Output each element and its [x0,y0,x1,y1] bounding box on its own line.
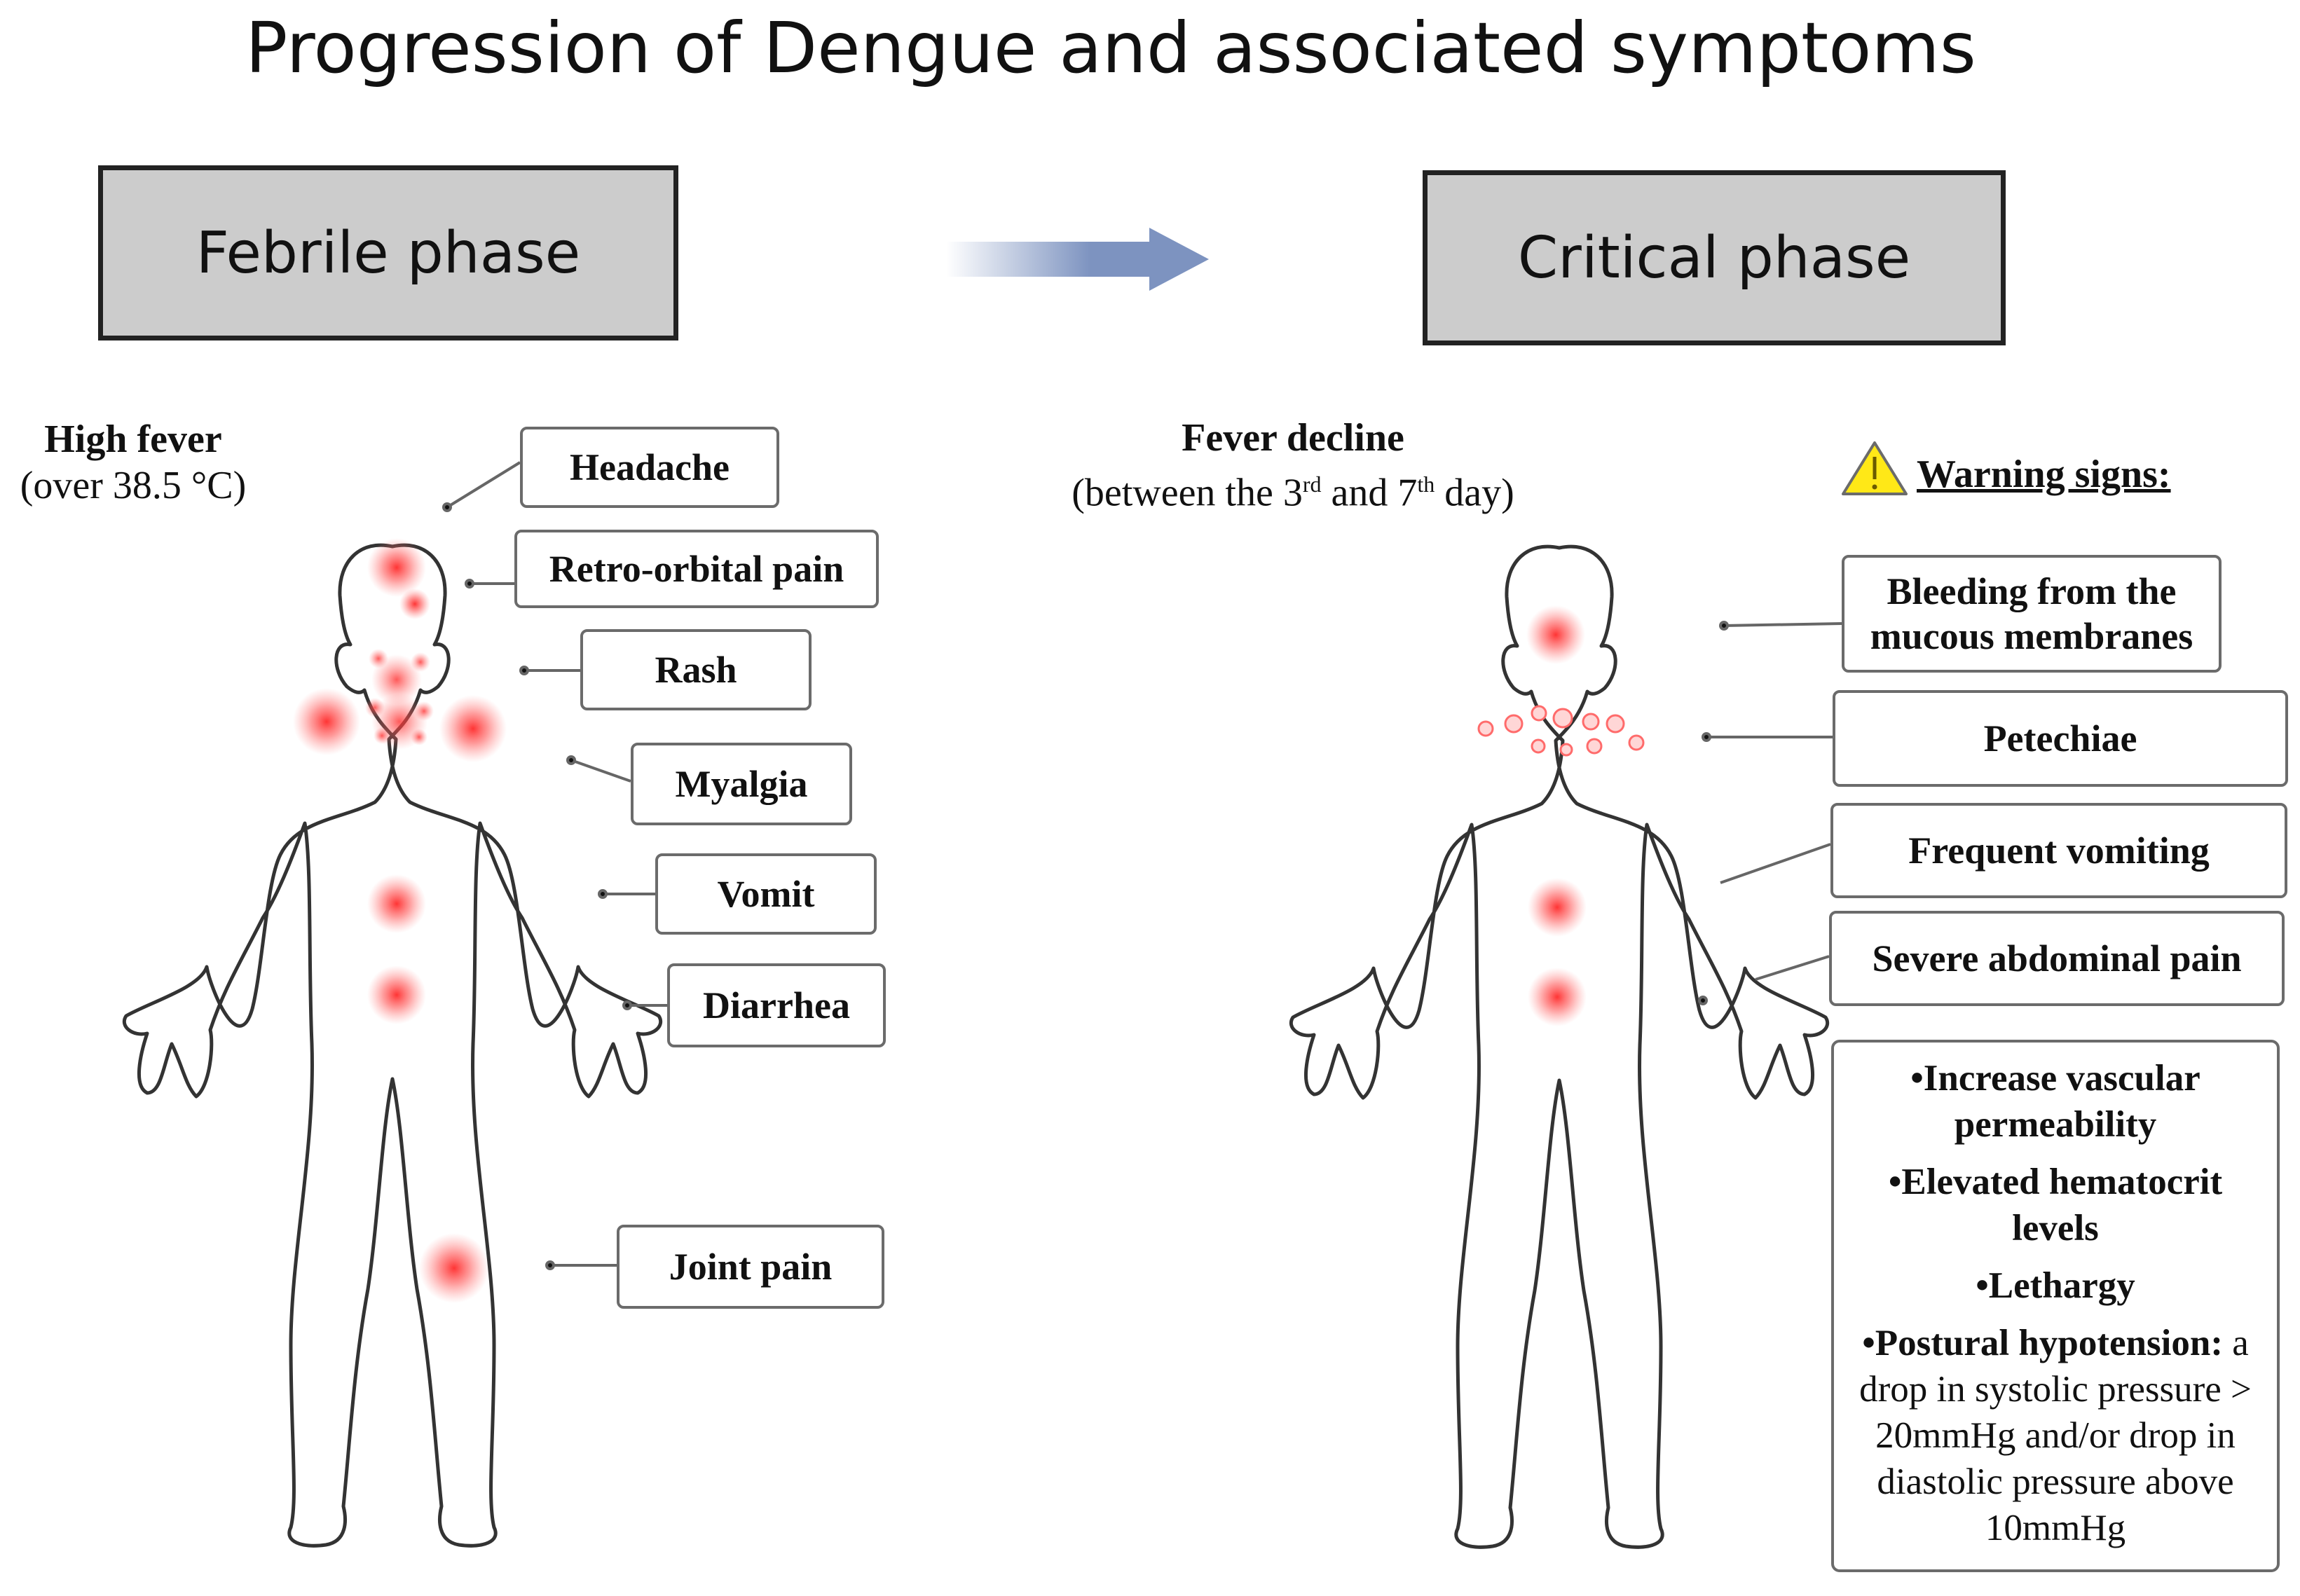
list-item-bold: Elevated hematocrit levels [1901,1162,2223,1248]
list-item: •Elevated hematocrit levels [1841,1159,2270,1251]
critical-phase-box: Critical phase [1423,170,2006,345]
list-item: •Increase vascular permeability [1841,1055,2270,1148]
warning-box-bleeding: Bleeding from the mucous membranes [1842,555,2222,673]
warning-box-severe-abdominal-pain: Severe abdominal pain [1829,911,2285,1006]
list-item: •Postural hypotension: a drop in systoli… [1841,1320,2270,1551]
progression-arrow [946,228,1209,291]
critical-symptom-spots [1477,605,1645,1026]
febrile-phase-box: Febrile phase [98,165,678,340]
warning-label: Frequent vomiting [1908,830,2210,872]
list-item-bold: Postural hypotension: [1875,1323,2223,1363]
list-item-bold: Lethargy [1988,1265,2135,1306]
symptom-label: Vomit [717,873,815,915]
critical-heading-post: day) [1435,471,1514,515]
warning-label: Petechiae [1983,717,2137,759]
list-item-bold: Increase vascular permeability [1923,1058,2200,1145]
critical-heading-sup2: th [1417,472,1435,497]
critical-heading: Fever decline (between the 3rd and 7th d… [1009,415,1577,516]
febrile-leader-lines [442,461,667,1270]
symptom-box-diarrhea: Diarrhea [667,963,886,1047]
symptom-box-rash: Rash [580,629,812,710]
list-bullet: • [1976,1265,1989,1306]
warning-box-petechiae: Petechiae [1833,690,2288,787]
list-bullet: • [1910,1058,1924,1099]
critical-phase-label: Critical phase [1517,224,1911,291]
warning-label: Bleeding from the mucous membranes [1870,570,2193,657]
critical-heading-sup1: rd [1302,472,1322,497]
list-item-text: a drop in systolic pressure > 20mmHg and… [1859,1323,2252,1548]
febrile-heading: High fever (over 38.5 °C) [0,416,266,509]
symptom-box-myalgia: Myalgia [631,743,852,825]
warning-triangle-icon [1842,441,1908,495]
symptom-label: Joint pain [669,1246,833,1288]
critical-heading-pre: (between the 3 [1072,471,1303,515]
febrile-heading-bold: High fever [44,418,222,461]
critical-signs-list: •Increase vascular permeability •Elevate… [1831,1040,2280,1572]
critical-leader-lines [1698,621,1842,1005]
petechiae-dots [1477,705,1645,757]
warning-label: Severe abdominal pain [1872,937,2242,979]
symptom-box-retro-orbital-pain: Retro-orbital pain [514,530,879,608]
symptom-label: Headache [570,446,730,488]
warning-box-frequent-vomiting: Frequent vomiting [1830,803,2287,898]
symptom-label: Retro-orbital pain [549,548,844,590]
symptom-label: Myalgia [675,763,808,805]
febrile-phase-label: Febrile phase [196,219,581,287]
list-item: •Lethargy [1841,1263,2270,1309]
list-bullet: • [1862,1323,1875,1363]
febrile-heading-detail: (over 38.5 °C) [20,464,247,507]
warning-signs-title: Warning signs: [1917,453,2171,496]
symptom-box-headache: Headache [520,427,779,508]
list-bullet: • [1888,1162,1902,1202]
critical-heading-mid: and 7 [1321,471,1418,515]
symptom-label: Diarrhea [703,984,850,1026]
febrile-symptom-spots [293,538,507,1303]
symptom-box-vomit: Vomit [655,853,877,935]
symptom-label: Rash [655,649,737,691]
critical-heading-bold: Fever decline [1182,416,1404,460]
symptom-box-joint-pain: Joint pain [617,1225,884,1309]
page-title: Progression of Dengue and associated sym… [245,7,1976,89]
